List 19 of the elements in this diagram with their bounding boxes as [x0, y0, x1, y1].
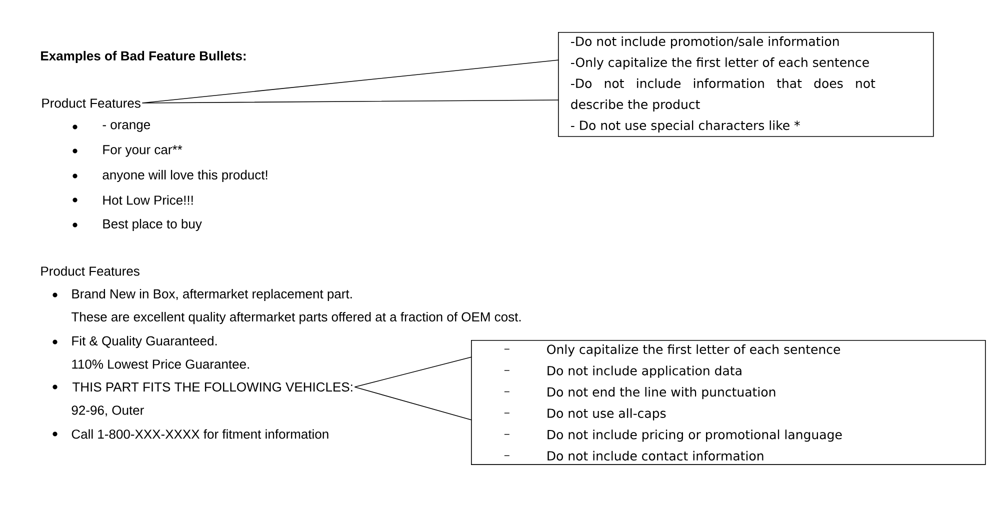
callout-box: -Do not include promotion/sale information -Only capitalize the first letter of each sentence -Do not include information that does not describe the product - Do not use special characters like * — [558, 32, 934, 137]
bullet-item: Fit & Quality Guaranteed. — [52, 336, 217, 348]
bullet-item: Call 1-800-XXX-XXXX for fitment information — [52, 429, 328, 439]
callout-box: Only capitalize the first letter of each sentence Do not include application data Do not end the line with punctuation Do not use all-caps Do not include pricing or promotional language Do not include contact information — [471, 340, 986, 465]
callout-pointer — [354, 356, 472, 420]
bullet-text: 110% Lowest Price Guarantee. — [72, 359, 249, 369]
bullet-text: These are excellent quality aftermarket parts offered at a fraction of OEM cost. — [72, 312, 521, 324]
callout-pointer — [142, 60, 560, 104]
bullet-item: THIS PART FITS THE FOLLOWING VEHICLES: — [52, 382, 352, 392]
bullet-item: Best place to buy — [72, 218, 202, 232]
title: Examples of Bad Feature Bullets: — [41, 50, 246, 64]
bullet-item: For your car** — [72, 145, 182, 157]
bullet-text: 92-96, Outer — [72, 406, 144, 416]
bullet-item: - orange — [72, 122, 150, 132]
heading: Product Features — [41, 266, 140, 276]
bullet-item: Brand New in Box, aftermarket replacement part. — [52, 288, 352, 302]
bullet-item: anyone will love this product! — [72, 170, 268, 182]
bullet-item: Hot Low Price!!! — [72, 195, 193, 205]
heading: Product Features — [42, 98, 140, 108]
